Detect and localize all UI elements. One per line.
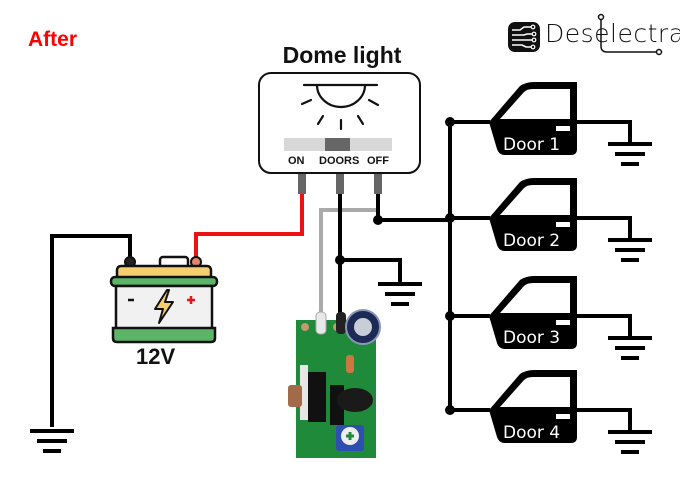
switch-label-doors: DOORS [319,155,360,167]
door-label: Door 1 [503,135,561,155]
ground-icon [608,142,652,166]
door-ground-wire [577,408,632,430]
door-handle [556,414,570,419]
car-door-icon [489,178,632,251]
ground-icon [608,238,652,262]
junction-dots [335,117,455,415]
switch-segment-off[interactable] [350,138,392,151]
wire-gray-module [319,208,378,318]
door-label: Door 4 [503,423,561,443]
wire-black-battery-ground [50,234,132,427]
door-handle [556,126,570,131]
battery-icon [109,255,219,344]
car-door-icon [489,276,632,349]
ground-icon [30,429,74,453]
switch-terminals [298,174,382,194]
door-label: Door 3 [503,328,561,348]
door-ground-wire [577,216,632,238]
door-ground-wire [577,314,632,336]
door-label: Door 2 [503,231,561,251]
door-ground-wire [577,120,632,142]
dome-light-title: Dome light [282,42,402,68]
page-title: After [28,28,78,51]
car-door-icon [489,82,632,155]
switch-label-off: OFF [367,155,389,167]
door-handle [556,320,570,325]
switch-label-on: ON [288,155,305,167]
ground-icon [608,430,652,454]
brand-trace [597,13,663,56]
wire-red-battery-positive [194,194,304,258]
lightning-bolt-icon [154,289,174,324]
door-handle [556,222,570,227]
selector-switch[interactable] [284,138,392,151]
switch-segment-doors[interactable] [325,138,350,151]
switch-segment-on[interactable] [284,138,325,151]
circuit-traces-icon [508,22,540,52]
plus-sign [187,296,195,304]
dome-lamp-icon [300,83,380,131]
control-module-pcb [288,309,381,458]
brand-logo-text: Deselectra [545,19,680,48]
car-door-icon [489,370,632,443]
battery-voltage-label: 12V [136,344,176,369]
ground-icon [608,336,652,360]
ground-icon [378,282,422,306]
